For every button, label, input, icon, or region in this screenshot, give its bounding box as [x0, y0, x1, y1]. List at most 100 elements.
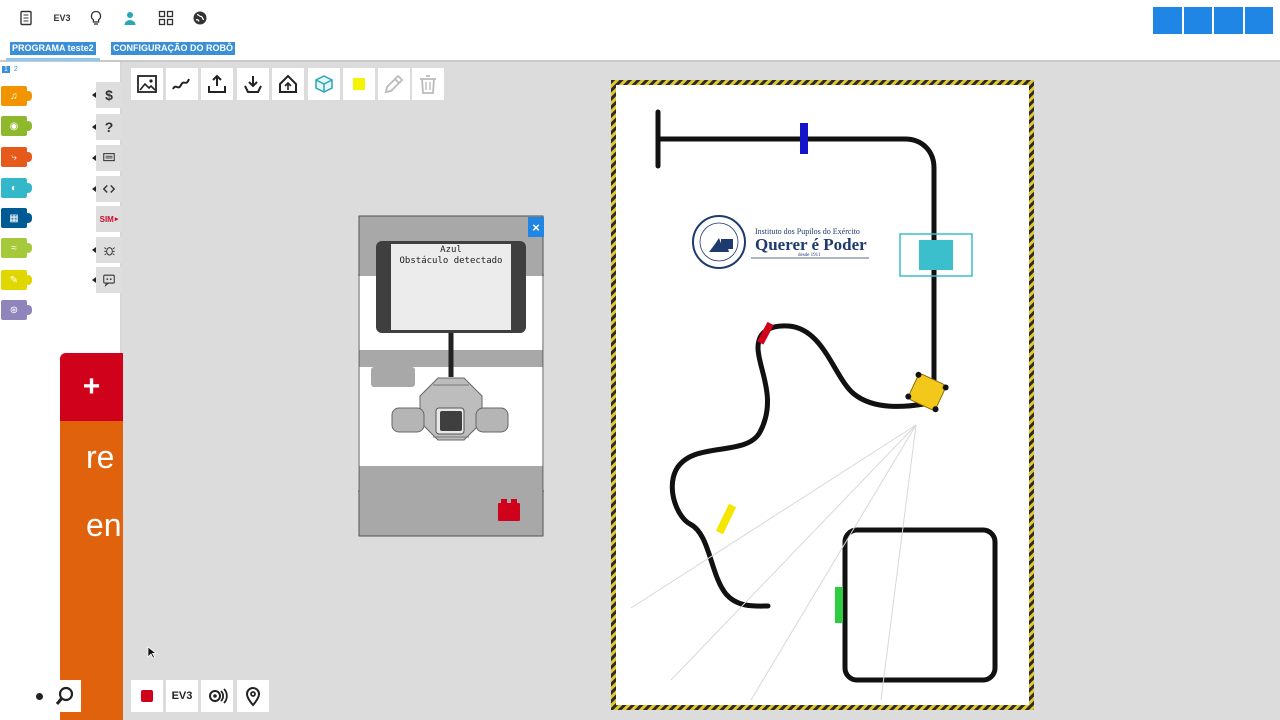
- cyan-obstacle[interactable]: [919, 240, 953, 270]
- red-marker: [757, 321, 774, 345]
- robot[interactable]: [904, 371, 949, 413]
- ev3-label: EV3: [53, 13, 71, 23]
- add-color-area-button[interactable]: [343, 68, 375, 100]
- export-button[interactable]: [272, 68, 304, 100]
- ev3-display-line-2: Obstáculo detectado: [399, 256, 503, 266]
- pencil-icon: ✎: [9, 274, 19, 286]
- color-picker-button[interactable]: [378, 68, 410, 100]
- sim-label: SIM: [99, 214, 114, 224]
- plus-icon[interactable]: +: [82, 370, 101, 403]
- logo-since: desde 1911: [798, 253, 821, 258]
- globe-icon[interactable]: [190, 8, 210, 28]
- robot-info-button[interactable]: [96, 267, 122, 293]
- ev3-display: Azul Obstáculo detectado: [391, 244, 511, 330]
- sensor-icon: ◉: [9, 120, 19, 132]
- caret-left-icon: [92, 247, 96, 253]
- toolbox-level-1[interactable]: 1: [2, 66, 10, 73]
- block-category-toolbox: 1 2 ♫ ◉ ⤷ ◐ ▦ ≈ ✎ ⊛: [0, 62, 36, 720]
- start-block-text-2: en: [86, 507, 122, 543]
- category-sensors[interactable]: ◉: [1, 116, 32, 136]
- institute-logo-emblem: [692, 215, 869, 269]
- code-brackets-icon: [102, 185, 116, 193]
- help-button[interactable]: ?: [96, 114, 122, 140]
- program-start-block[interactable]: + re en: [60, 353, 123, 720]
- active-tab-indicator: [6, 58, 100, 61]
- category-logic[interactable]: ◐: [1, 178, 32, 198]
- toolbox-level-2[interactable]: 2: [13, 66, 18, 73]
- stop-simulation-button[interactable]: [131, 680, 163, 712]
- search-icon: [55, 686, 74, 705]
- caret-left-icon: [92, 277, 96, 283]
- robot-selector[interactable]: EV3: [50, 8, 74, 28]
- caret-left-icon: [92, 92, 96, 98]
- bug-icon: [103, 246, 115, 255]
- caret-right-icon: ▸: [114, 216, 119, 223]
- upload-icon: [208, 74, 226, 93]
- top-navbar: EV3: [0, 0, 1280, 36]
- logo-title: Instituto dos Pupilos do Exército: [755, 227, 860, 236]
- background-image-button[interactable]: [131, 68, 163, 100]
- category-action[interactable]: ♫: [1, 86, 32, 106]
- logo-motto: Querer é Poder: [755, 235, 867, 254]
- program-icon[interactable]: [16, 8, 36, 28]
- blue-marker: [800, 123, 808, 154]
- sensor-waves-icon: [209, 688, 228, 704]
- category-variables[interactable]: ⊛: [1, 300, 32, 320]
- category-control[interactable]: ⤷: [1, 147, 32, 167]
- logic-icon: ◐: [10, 182, 18, 194]
- toolbox-level-tabs[interactable]: 1 2: [2, 66, 20, 73]
- gallery-icon[interactable]: [156, 8, 176, 28]
- sensor-values-button[interactable]: [201, 680, 233, 712]
- source-code-button[interactable]: [96, 176, 122, 202]
- upload-button[interactable]: [201, 68, 233, 100]
- color-square-icon: [353, 78, 365, 90]
- music-note-icon: ♫: [10, 90, 18, 102]
- category-colour[interactable]: ✎: [1, 270, 32, 290]
- download-icon: [244, 76, 262, 93]
- reset-position-button[interactable]: [237, 680, 269, 712]
- yellow-marker: [715, 503, 737, 535]
- trash-icon: [420, 75, 436, 94]
- cube-icon: [315, 75, 333, 93]
- start-block-text-1: re: [86, 439, 115, 475]
- category-text[interactable]: ≈: [1, 238, 32, 258]
- lightbulb-icon[interactable]: [86, 8, 106, 28]
- simulation-field[interactable]: [611, 80, 1034, 710]
- trail-button[interactable]: [166, 68, 198, 100]
- zoom-button[interactable]: [49, 680, 81, 712]
- eyedropper-icon: [384, 74, 404, 94]
- debug-button[interactable]: [96, 237, 122, 263]
- ev3-display-line-1: Azul: [440, 245, 462, 255]
- house-export-icon: [279, 74, 297, 93]
- close-brick-button[interactable]: ×: [528, 217, 544, 237]
- tab-robot-configuration[interactable]: CONFIGURAÇÃO DO ROBÔ: [111, 42, 235, 55]
- tab-program[interactable]: PROGRAMA teste2: [10, 42, 96, 55]
- delete-button[interactable]: [412, 68, 444, 100]
- code-view-button[interactable]: $: [96, 82, 122, 108]
- calculator-icon: ▦: [9, 212, 19, 224]
- user-icon[interactable]: [120, 8, 140, 28]
- robot-connection-indicator[interactable]: [1153, 7, 1273, 34]
- trail-icon: [172, 78, 190, 90]
- add-obstacle-button[interactable]: [308, 68, 340, 100]
- chat-robot-icon: [103, 274, 115, 287]
- tab-bar: PROGRAMA teste2 CONFIGURAÇÃO DO ROBÔ: [0, 36, 1280, 62]
- sensor-trail: [630, 424, 917, 701]
- comment-button[interactable]: [96, 145, 122, 171]
- caret-left-icon: [92, 124, 96, 130]
- category-math[interactable]: ▦: [1, 208, 32, 228]
- variable-icon: ⊛: [9, 304, 19, 316]
- workspace-dot: [36, 693, 43, 700]
- caret-left-icon: [92, 186, 96, 192]
- ev3-brick-toggle-button[interactable]: EV3: [166, 680, 198, 712]
- location-pin-icon: [245, 687, 261, 707]
- help-label: ?: [104, 119, 114, 135]
- simulation-button[interactable]: SIM▸: [96, 206, 122, 232]
- stop-icon: [141, 690, 153, 702]
- code-view-label: $: [105, 87, 113, 103]
- start-block-header[interactable]: +: [60, 353, 123, 421]
- import-button[interactable]: [237, 68, 269, 100]
- branch-icon: ⤷: [11, 151, 17, 163]
- obstacle-outline: [899, 233, 973, 277]
- close-icon: ×: [532, 219, 540, 235]
